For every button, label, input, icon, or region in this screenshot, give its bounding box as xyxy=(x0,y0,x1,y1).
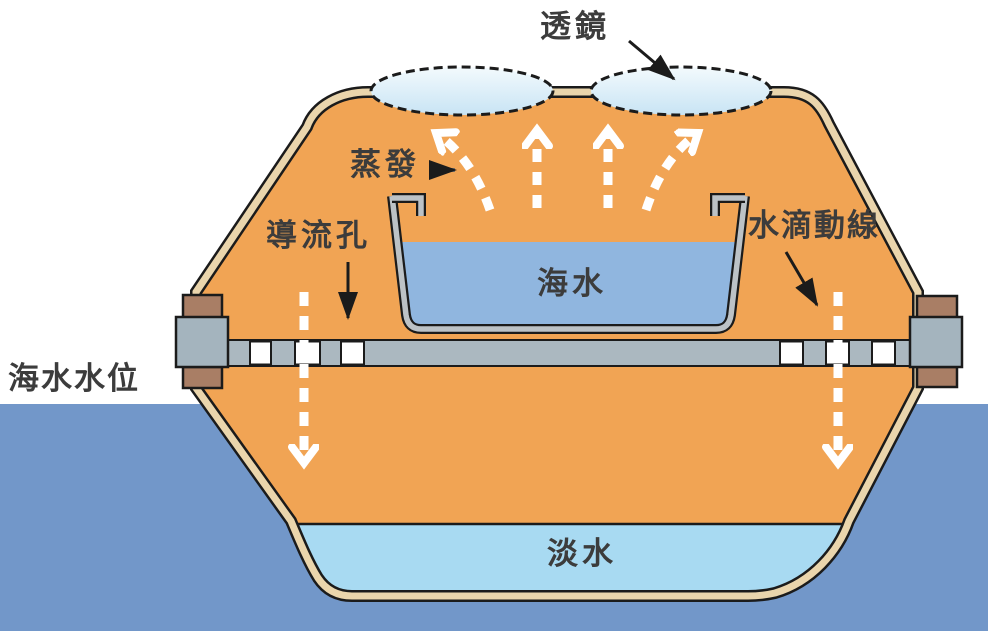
lens-pointer-arrow xyxy=(628,39,676,81)
droplet-flow-arrows xyxy=(304,292,838,463)
label-droplet-path: 水滴動線 xyxy=(748,208,880,244)
right-clamp xyxy=(908,294,964,389)
label-sea-level: 海水水位 xyxy=(8,361,140,397)
guide-hole xyxy=(779,340,804,366)
evaporation-arrow-curved-right xyxy=(641,133,698,212)
label-freshwater: 淡水 xyxy=(547,536,617,572)
evaporation-arrows xyxy=(436,130,698,212)
body-lining-tan xyxy=(192,88,922,600)
evaporation-arrow-curved-left xyxy=(436,133,495,212)
separator-bar xyxy=(219,339,916,367)
lens-left xyxy=(369,65,555,117)
basin-seawater xyxy=(399,242,737,327)
left-clamp xyxy=(174,293,230,390)
lens-right xyxy=(589,65,773,117)
basin-right-rim-hook-fill xyxy=(712,195,745,216)
label-guide-hole: 導流孔 xyxy=(266,218,371,254)
droplet-path-pointer-arrow xyxy=(784,251,819,307)
basin-wall xyxy=(389,195,748,332)
lenses xyxy=(369,65,773,117)
label-seawater: 海水 xyxy=(537,266,607,302)
seawater-basin xyxy=(387,193,750,334)
guide-hole xyxy=(249,340,272,366)
label-evaporation: 蒸發 xyxy=(350,147,420,183)
basin-left-rim-hook-fill xyxy=(392,195,424,216)
guide-hole xyxy=(340,340,365,366)
guide-hole xyxy=(871,340,896,366)
label-lens: 透鏡 xyxy=(540,9,610,45)
